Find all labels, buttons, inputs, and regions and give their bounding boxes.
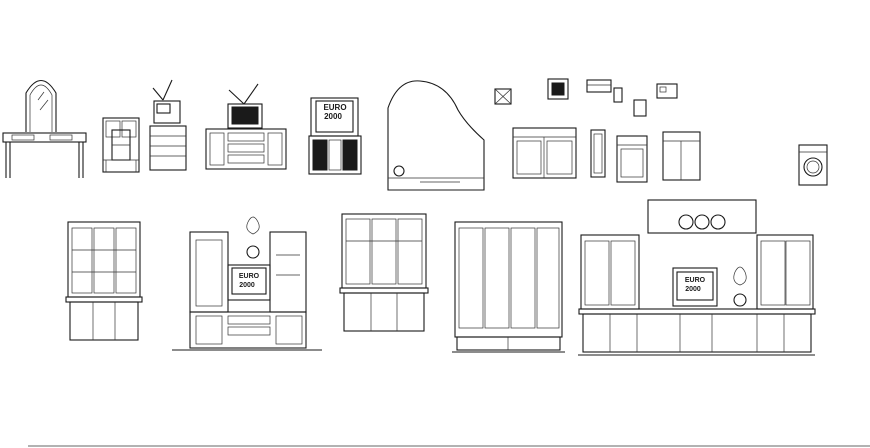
washing-machine [798, 144, 828, 186]
small-cupboard [616, 135, 648, 183]
tv-cabinet-euro-screen: EURO 2000 [308, 97, 362, 175]
tv-screen-word-small: EURO [323, 103, 346, 112]
tv-on-drawer-stand [149, 79, 187, 171]
long-wall-unit: EURO 2000 [578, 199, 816, 356]
tv-console-cabinet [205, 83, 287, 170]
low-sideboard [512, 127, 577, 179]
double-cupboard [662, 131, 701, 181]
tv-screen-word-mid: EURO [239, 273, 260, 280]
side-cabinet-with-chair [102, 117, 140, 173]
entertainment-wall-unit: EURO 2000 [172, 216, 322, 351]
tv-screen-year-right: 2000 [685, 286, 701, 293]
tv-screen-word-right: EURO [685, 277, 706, 284]
wardrobe-four-door [452, 221, 565, 353]
narrow-tall-unit [590, 129, 606, 178]
tv-screen-year-mid: 2000 [239, 282, 255, 289]
display-cabinet-left [65, 221, 143, 341]
display-cabinet-middle [339, 213, 429, 332]
grand-piano-plan [387, 80, 485, 191]
small-wall-units [494, 78, 678, 117]
dressing-table-elevation [2, 79, 87, 178]
tv-screen-year-small: 2000 [324, 112, 342, 121]
